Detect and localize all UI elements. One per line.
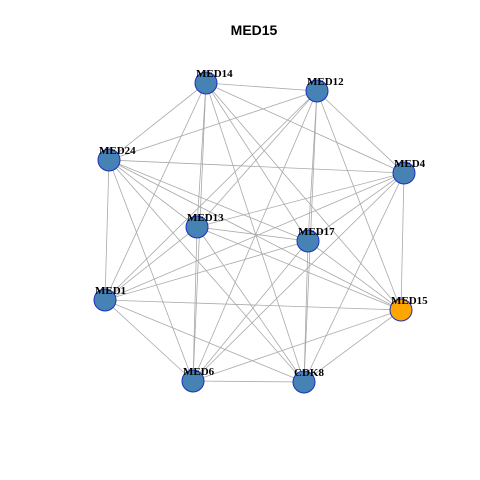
node-circle-med1 — [93, 288, 117, 312]
edge-med12-med1 — [104, 90, 318, 301]
node-label-med6: MED6 — [183, 366, 215, 378]
node-circle-med14 — [194, 71, 218, 95]
edge-med14-med15 — [205, 82, 402, 311]
node-label-cdk8: CDK8 — [294, 367, 324, 379]
edge-med4-med1 — [104, 172, 405, 301]
node-label-med15: MED15 — [391, 295, 428, 307]
edge-med24-med6 — [108, 159, 194, 382]
node-label-med13: MED13 — [187, 212, 224, 224]
node-label-med14: MED14 — [196, 68, 233, 80]
edge-med17-med6 — [192, 240, 309, 382]
edge-med12-med4 — [316, 90, 405, 174]
node-med1: MED1 — [93, 285, 126, 312]
edge-med14-med17 — [205, 82, 309, 242]
edge-med4-med17 — [307, 172, 405, 242]
node-med24: MED24 — [97, 145, 136, 172]
edge-med24-med15 — [108, 159, 402, 311]
edge-med1-cdk8 — [104, 299, 305, 383]
node-circle-med13 — [185, 215, 209, 239]
node-label-med17: MED17 — [298, 226, 335, 238]
node-circle-med6 — [181, 369, 205, 393]
node-cdk8: CDK8 — [292, 367, 324, 394]
node-med17: MED17 — [296, 226, 335, 253]
edge-med4-cdk8 — [303, 172, 405, 383]
edge-med4-med15 — [400, 172, 405, 311]
edge-med14-med1 — [104, 82, 207, 301]
node-med4: MED4 — [392, 158, 426, 185]
node-label-med4: MED4 — [394, 158, 426, 170]
node-circle-med12 — [305, 79, 329, 103]
edge-med14-med13 — [196, 82, 207, 228]
node-circle-med24 — [97, 148, 121, 172]
edge-med1-med6 — [104, 299, 194, 382]
edge-med24-med4 — [108, 159, 405, 174]
edge-med13-med17 — [196, 226, 309, 242]
edge-med13-cdk8 — [196, 226, 305, 383]
edge-med24-med13 — [108, 159, 198, 228]
node-label-med1: MED1 — [95, 285, 126, 297]
edge-med4-med13 — [196, 172, 405, 228]
edge-med13-med1 — [104, 226, 198, 301]
edge-med12-med24 — [108, 90, 318, 161]
edge-med13-med15 — [196, 226, 402, 311]
node-med12: MED12 — [305, 76, 344, 103]
edge-med17-med15 — [307, 240, 402, 311]
graph-title: MED15 — [231, 22, 278, 38]
edge-med6-cdk8 — [192, 380, 305, 383]
edge-med15-cdk8 — [303, 309, 402, 383]
edge-med14-med4 — [205, 82, 405, 174]
edge-med12-med15 — [316, 90, 402, 311]
edge-med24-med1 — [104, 159, 110, 301]
node-med14: MED14 — [194, 68, 233, 95]
edge-med14-cdk8 — [205, 82, 305, 383]
node-label-med24: MED24 — [99, 145, 136, 157]
edge-med14-med12 — [205, 82, 318, 92]
edge-med14-med24 — [108, 82, 207, 161]
edge-layer — [104, 82, 405, 383]
edge-med24-cdk8 — [108, 159, 305, 383]
edge-med1-med15 — [104, 299, 402, 311]
node-circle-med4 — [392, 161, 416, 185]
node-layer: MED14MED12MED24MED4MED13MED17MED1MED15ME… — [93, 68, 428, 394]
node-med15: MED15 — [389, 295, 428, 322]
edge-med13-med6 — [192, 226, 198, 382]
node-circle-med17 — [296, 229, 320, 253]
node-circle-med15 — [389, 298, 413, 322]
edge-med17-cdk8 — [303, 240, 309, 383]
node-label-med12: MED12 — [307, 76, 344, 88]
edge-med17-med1 — [104, 240, 309, 301]
node-med13: MED13 — [185, 212, 224, 239]
node-med6: MED6 — [181, 366, 215, 393]
edge-med15-med6 — [192, 309, 402, 382]
edge-med4-med6 — [192, 172, 405, 382]
node-circle-cdk8 — [292, 370, 316, 394]
